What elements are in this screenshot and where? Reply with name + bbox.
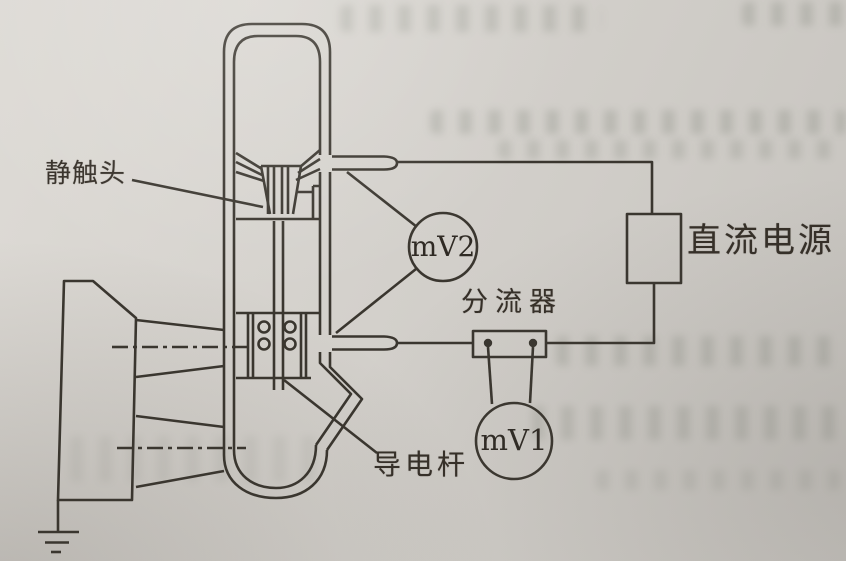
leader-static-contact: [131, 178, 264, 209]
bolt-circle: [283, 337, 297, 351]
label-conducting-rod: 导电杆: [373, 448, 470, 481]
interrupter-outer-wall: [222, 22, 364, 500]
moving-contact-block: [236, 311, 320, 390]
static-contact-assembly: [235, 149, 321, 313]
operating-mechanism-housing: [56, 279, 225, 502]
mv2-meter: [335, 170, 479, 335]
mv1-meter-label: mV1: [480, 423, 548, 457]
ground-symbol: [38, 500, 79, 554]
label-dc-power-supply: 直流电源: [687, 221, 835, 261]
upper-terminal-arm: [332, 155, 399, 171]
lower-terminal-arm: [332, 335, 399, 351]
bolt-circle: [283, 320, 297, 334]
shunt-terminal-dot: [483, 338, 493, 348]
interrupter-inner-wall: [232, 34, 353, 490]
label-shunt: 分流器: [461, 287, 563, 318]
label-static-contact: 静触头: [45, 159, 127, 189]
mv1-meter: [474, 346, 554, 481]
wire-shunt-to-power: [546, 283, 656, 345]
dc-power-source-box: [625, 212, 683, 285]
wire-top-to-power: [397, 160, 654, 214]
shunt-terminal-dot: [528, 338, 538, 348]
bolt-circle: [257, 337, 271, 351]
bolt-circle: [257, 320, 271, 334]
leader-conducting-rod: [283, 378, 378, 455]
shunt-box: [471, 329, 548, 359]
mv2-meter-label: mV2: [410, 230, 476, 263]
center-lines: [112, 345, 250, 450]
